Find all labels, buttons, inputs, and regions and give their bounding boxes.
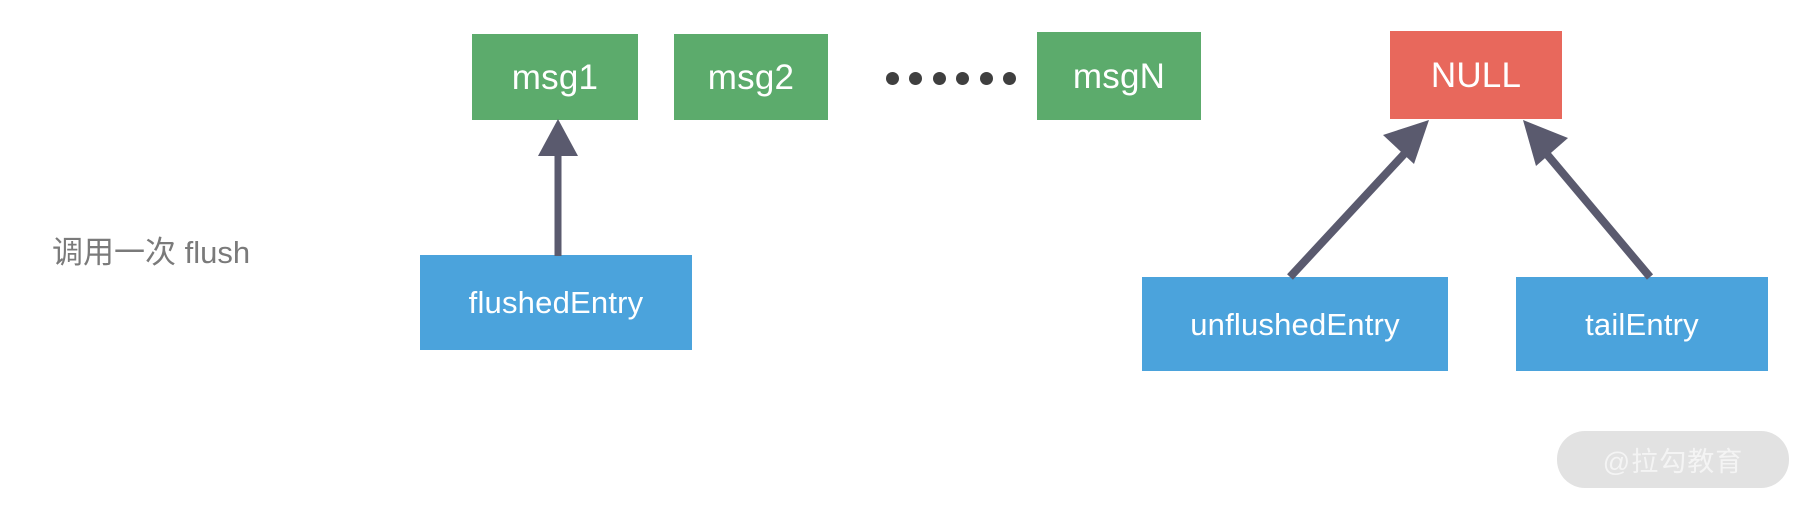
entry-node-unflushed-entry: unflushedEntry (1142, 277, 1448, 371)
ellipsis-dot (956, 71, 970, 85)
watermark-badge: @拉勾教育 (1557, 431, 1789, 488)
arrow-tailentry-to-null (1523, 120, 1654, 280)
ellipsis-dot (909, 71, 923, 85)
entry-node-flushed-entry: flushedEntry (420, 255, 692, 350)
message-node-msgn: msgN (1037, 32, 1201, 120)
entry-node-tail-entry: tailEntry (1516, 277, 1768, 371)
ellipsis-dots (886, 66, 1016, 90)
ellipsis-dot (1002, 71, 1016, 85)
arrow-unflushedentry-to-null (1287, 120, 1429, 280)
message-node-msg2: msg2 (674, 34, 828, 120)
null-node: NULL (1390, 31, 1562, 119)
ellipsis-dot (886, 71, 899, 85)
ellipsis-dot (932, 71, 946, 85)
message-node-msg1: msg1 (472, 34, 638, 120)
watermark-label: @拉勾教育 (1602, 447, 1744, 477)
ellipsis-dot (979, 71, 993, 85)
arrow-flushedentry-to-msg1 (538, 119, 578, 256)
flush-caption: 调用一次 flush (52, 235, 251, 270)
